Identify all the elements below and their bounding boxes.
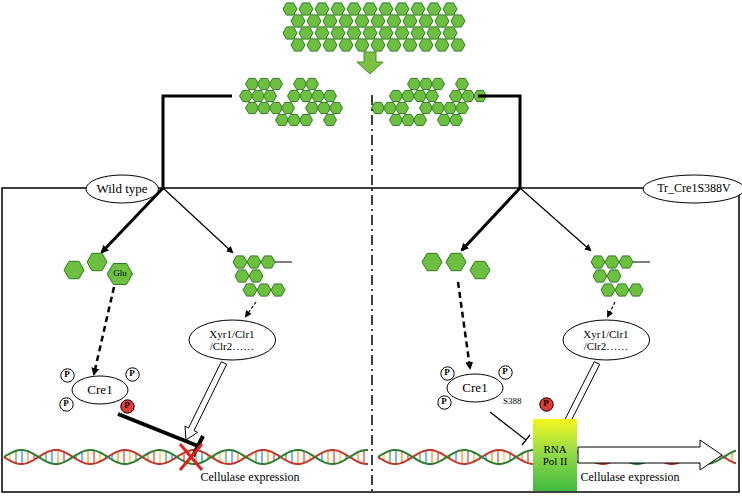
expression-label: Cellulase expression (201, 471, 300, 484)
node-text: P (441, 397, 447, 407)
node-text: Tr_Cre1S388V (657, 182, 731, 195)
bracket (163, 96, 232, 188)
dashed-arrow (608, 302, 615, 316)
node-text: P (129, 369, 135, 379)
node-text: Xyr1/Clr1 /Clr2…… (575, 328, 637, 352)
activator-ellipse: Xyr1/Clr1 /Clr2…… (188, 319, 277, 361)
node-text: Glu (113, 269, 127, 279)
branch-line (163, 188, 232, 252)
inhibition-bar (522, 435, 530, 445)
cre1-ellipse: Cre1 (71, 375, 129, 405)
activator-ellipse: Xyr1/Clr1 /Clr2…… (562, 319, 651, 361)
divider (371, 95, 373, 492)
phosphate-circle: P (498, 365, 513, 380)
branch-line (520, 188, 590, 250)
strain-ellipse: Tr_Cre1S388V (642, 174, 742, 204)
site-label: S388 (503, 397, 522, 407)
dashed-arrow (246, 302, 256, 316)
dashed-arrow (458, 282, 470, 368)
branch-line (462, 188, 520, 250)
cross-mark (180, 444, 202, 470)
phosphate-circle: P (440, 366, 455, 381)
phosphate-circle: P (125, 367, 140, 382)
node-text: RNA Pol II (537, 443, 573, 467)
node-text: P (444, 368, 450, 378)
node-text: Cre1 (87, 383, 112, 397)
glucose-hexagons (64, 3, 650, 296)
expression-label: Cellulase expression (581, 471, 680, 484)
phosphate-circle: P (60, 368, 75, 383)
panel-frame (2, 188, 739, 492)
cross-mark (180, 444, 202, 470)
phosphate-circle: P (120, 399, 135, 414)
node-text: P (124, 401, 130, 411)
cre1-ellipse: Cre1 (446, 373, 504, 403)
phosphate-circle: P (59, 397, 74, 412)
phosphate-circle: P (539, 397, 554, 412)
down-arrow (357, 52, 383, 74)
node-text: P (543, 399, 549, 409)
node-text: Xyr1/Clr1 /Clr2…… (201, 328, 263, 352)
node-text: Wild type (96, 182, 147, 196)
inhibition-line (490, 412, 526, 440)
node-text: P (502, 367, 508, 377)
strain-ellipse: Wild type (85, 174, 159, 204)
hollow-arrows (185, 362, 722, 470)
node-text: P (63, 399, 69, 409)
dashed-arrow (94, 287, 114, 374)
node-text: P (64, 370, 70, 380)
phosphate-circle: P (437, 395, 452, 410)
glucose-hexagon: Glu (107, 263, 133, 285)
node-text: Cre1 (462, 381, 487, 395)
polymerase-box: RNA Pol II (533, 419, 577, 491)
bracket (478, 96, 520, 188)
